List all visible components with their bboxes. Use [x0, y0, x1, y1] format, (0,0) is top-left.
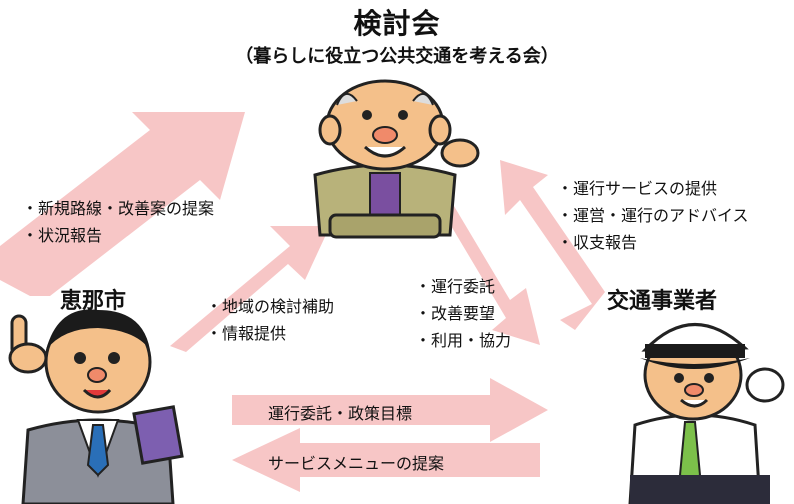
arrow-label-to-city: サービスメニューの提案: [268, 454, 445, 473]
list-item: ・情報提供: [206, 324, 287, 343]
list-item: ・新規路線・改善案の提案: [22, 199, 215, 218]
city-to-council-list: ・新規路線・改善案の提案 ・状況報告: [22, 195, 214, 249]
actor-city-label: 恵那市: [60, 289, 127, 314]
actor-operator-label: 交通事業者: [607, 289, 718, 314]
council-to-city-list: ・地域の検討補助 ・情報提供: [206, 293, 334, 347]
arrow-council-to-operator: [420, 196, 540, 345]
arrow-council-to-city: [170, 226, 330, 352]
arrow-label-to-operator: 運行委託・政策目標: [268, 404, 413, 423]
list-item: ・地域の検討補助: [206, 297, 335, 316]
list-item: ・運行サービスの提供: [557, 179, 718, 198]
list-item: ・収支報告: [557, 233, 638, 252]
page-title: 検討会: [353, 7, 441, 40]
list-item: ・利用・協力: [415, 331, 512, 350]
businessman-illustration: [8, 309, 184, 504]
arrow-to-operator: [232, 378, 548, 442]
elderly-man-illustration: [313, 79, 480, 239]
list-item: ・改善要望: [415, 304, 496, 323]
bus-driver-illustration: [628, 323, 785, 504]
list-item: ・状況報告: [22, 226, 103, 245]
list-item: ・運営・運行のアドバイス: [557, 206, 749, 225]
operator-to-council-list: ・運行サービスの提供 ・運営・運行のアドバイス ・収支報告: [557, 175, 749, 256]
arrow-city-to-council: [0, 112, 245, 296]
arrow-operator-to-council: [500, 160, 605, 330]
arrow-to-city: [232, 428, 540, 492]
council-to-operator-list: ・運行委託 ・改善要望 ・利用・協力: [415, 273, 511, 354]
list-item: ・運行委託: [415, 277, 496, 296]
page-subtitle: （暮らしに役立つ公共交通を考える会）: [235, 46, 559, 67]
